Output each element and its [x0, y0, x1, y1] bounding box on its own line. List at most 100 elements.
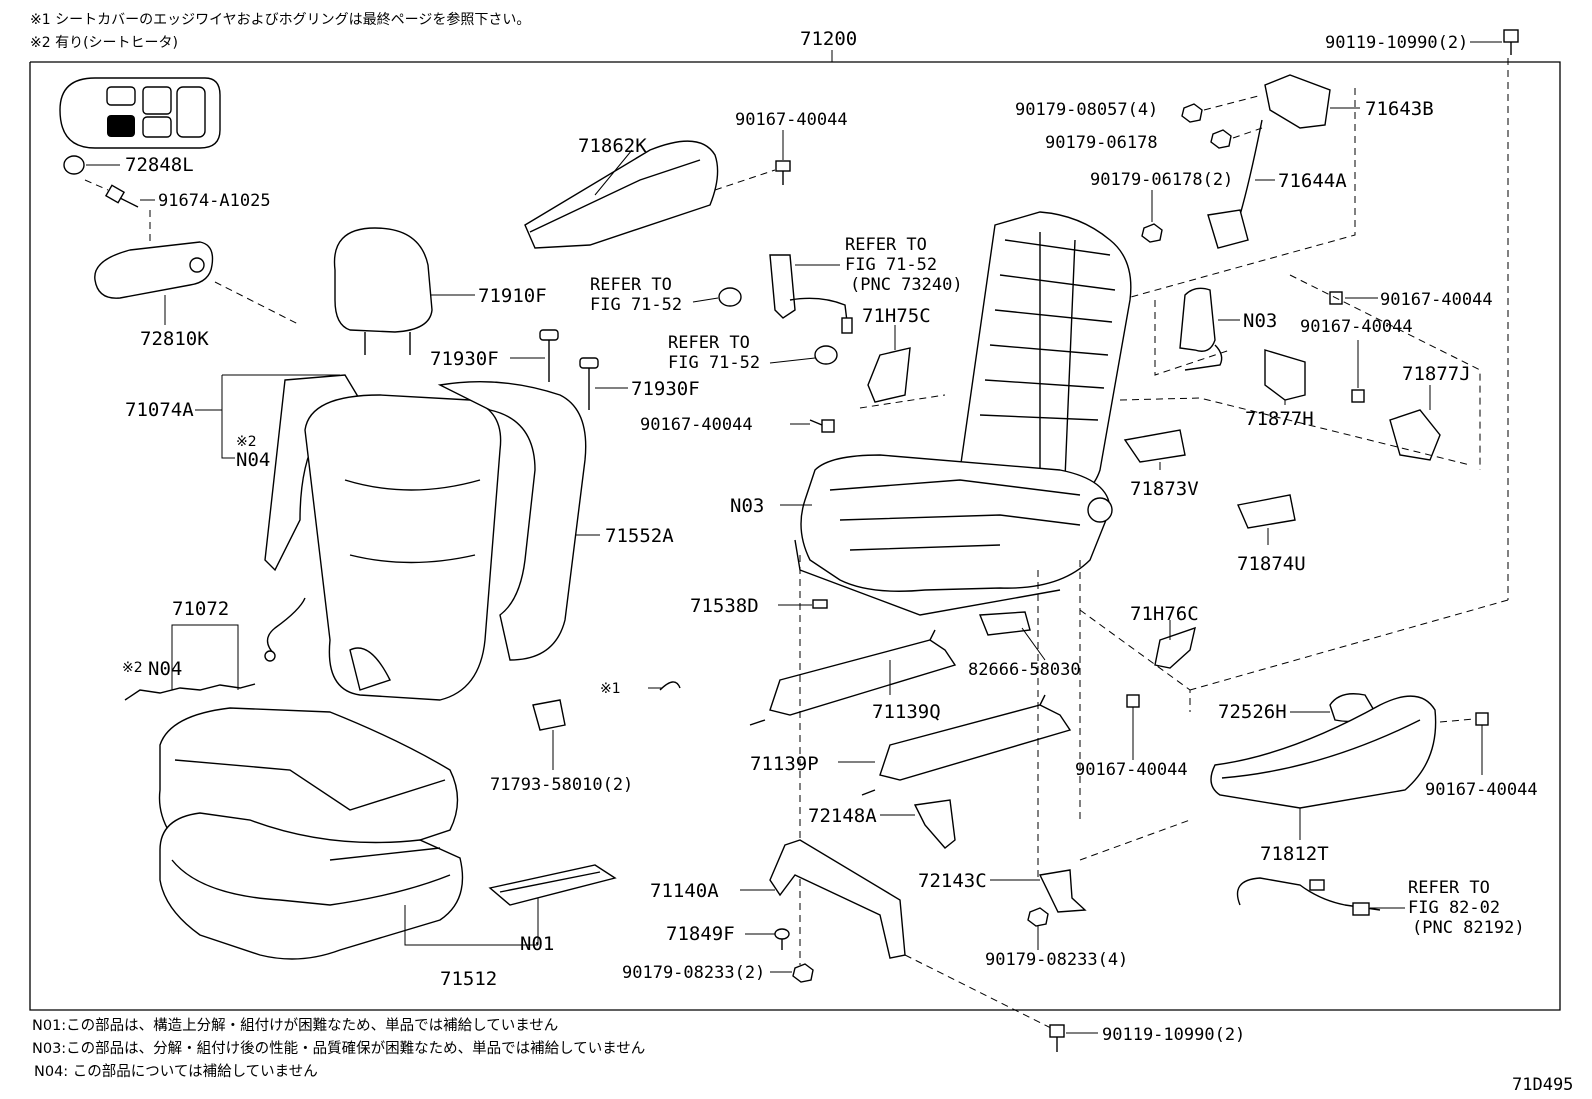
part-71877J[interactable]: 71877J [1402, 363, 1471, 385]
ref-3-line-1: REFER TO [668, 333, 750, 353]
part-90167-40044-c[interactable]: 90167-40044 [1300, 317, 1413, 337]
part-90179-08233-4[interactable]: 90179-08233(4) [985, 950, 1128, 970]
mark-x2-a: ※2 [236, 434, 257, 450]
note-N03: N03:この部品は、分解・組付け後の性能・品質確保が困難なため、単品では補給して… [32, 1039, 645, 1057]
bracket-71H75C-icon [859, 325, 946, 409]
grommet-ref-3-icon [769, 345, 838, 365]
mark-x1: ※1 [600, 681, 621, 697]
part-71H76C[interactable]: 71H76C [1130, 603, 1199, 625]
part-90179-08057[interactable]: 90179-08057(4) [1015, 100, 1158, 120]
clip-72848L-icon [63, 155, 120, 175]
part-71849F[interactable]: 71849F [666, 923, 735, 945]
ref-2-line-2[interactable]: FIG 71-52 [590, 295, 682, 315]
bracket-71140A-icon [740, 839, 906, 959]
part-71910F[interactable]: 71910F [478, 285, 547, 307]
part-71139P[interactable]: 71139P [750, 753, 819, 775]
seatbelt-buckle-icon [769, 254, 853, 334]
part-71552A[interactable]: 71552A [605, 525, 674, 547]
part-72848L[interactable]: 72848L [125, 154, 194, 176]
clip-71793-icon [532, 699, 566, 770]
part-90179-08233-2[interactable]: 90179-08233(2) [622, 963, 765, 983]
bolt-90119-top-icon [1470, 29, 1519, 55]
part-71644A[interactable]: 71644A [1278, 170, 1347, 192]
bracket-71874U-icon [1237, 494, 1296, 545]
part-71793-58010[interactable]: 71793-58010(2) [490, 775, 633, 795]
nut-90179-08233-4-icon [1027, 907, 1049, 950]
part-71139Q[interactable]: 71139Q [872, 701, 941, 723]
part-71930F-a[interactable]: 71930F [430, 348, 499, 370]
stopper-71849F-icon [745, 928, 790, 950]
part-82666-58030[interactable]: 82666-58030 [968, 660, 1081, 680]
assembly-number: 71200 [800, 28, 857, 50]
headrest-71910F-icon [333, 227, 475, 355]
part-90167-40044-a[interactable]: 90167-40044 [735, 110, 848, 130]
part-90167-40044-e[interactable]: 90167-40044 [1075, 760, 1188, 780]
ref-4-line-1: REFER TO [1408, 878, 1490, 898]
harness-71644A-icon [1207, 119, 1275, 249]
part-90119-10990-top[interactable]: 90119-10990(2) [1325, 33, 1468, 53]
part-71643B[interactable]: 71643B [1365, 98, 1434, 120]
nut-90179-08057-icon [1181, 94, 1263, 123]
part-N04-a[interactable]: N04 [236, 449, 270, 471]
part-71072[interactable]: 71072 [172, 598, 229, 620]
hog-ring-icon [659, 681, 681, 691]
part-90167-40044-b[interactable]: 90167-40044 [1380, 290, 1493, 310]
bolt-90167-c-icon [1351, 340, 1365, 403]
ref-3-line-2[interactable]: FIG 71-52 [668, 353, 760, 373]
part-72148A[interactable]: 72148A [808, 805, 877, 827]
part-71140A[interactable]: 71140A [650, 880, 719, 902]
bracket-71H76C-icon [1079, 609, 1196, 712]
part-91674-A1025[interactable]: 91674-A1025 [158, 191, 271, 211]
nut-90179-06178-icon [1210, 127, 1263, 149]
cover-71877H-icon [1264, 349, 1306, 405]
seat-track-71139P-icon [838, 694, 1072, 796]
part-N04-b[interactable]: N04 [148, 658, 182, 680]
bolt-90167-a-icon [775, 130, 791, 185]
seat-switch-panel-icon [59, 77, 221, 149]
ref-1-line-2[interactable]: FIG 71-52 [845, 255, 937, 275]
part-71512[interactable]: 71512 [440, 968, 497, 990]
part-N03-a[interactable]: N03 [1243, 310, 1277, 332]
part-90167-40044-f[interactable]: 90167-40044 [1425, 780, 1538, 800]
bolt-90167-f-icon [1439, 712, 1489, 775]
part-71H75C[interactable]: 71H75C [862, 305, 931, 327]
ref-1-line-3: (PNC 73240) [850, 275, 963, 295]
bolt-90119-bottom-icon [1049, 1024, 1098, 1052]
leader-71512 [404, 905, 538, 946]
seat-track-71139Q-icon [749, 629, 957, 726]
note-N01: N01:この部品は、構造上分解・組付けが困難なため、単品では補給していません [32, 1017, 558, 1034]
side-cover-71862K-icon [524, 140, 776, 249]
bracket-82666-icon [978, 611, 1046, 661]
bolt-90167-d-icon [790, 419, 835, 433]
ref-2-line-1: REFER TO [590, 275, 672, 295]
bracket-71643B-icon [1264, 74, 1360, 129]
leader-71074A [221, 375, 235, 459]
part-71538D[interactable]: 71538D [690, 595, 759, 617]
bracket-72143C-icon [990, 869, 1087, 913]
cover-71877J-icon [1389, 385, 1441, 461]
part-71074A[interactable]: 71074A [125, 399, 194, 421]
part-71930F-b[interactable]: 71930F [631, 378, 700, 400]
part-90179-06178[interactable]: 90179-06178 [1045, 133, 1158, 153]
part-N03-b[interactable]: N03 [730, 495, 764, 517]
grommet-ref-2-icon [692, 287, 742, 307]
nut-90179-08233-2-icon [770, 963, 814, 983]
part-N01[interactable]: N01 [520, 933, 554, 955]
part-71873V[interactable]: 71873V [1130, 478, 1199, 500]
leader-71072 [171, 624, 239, 690]
part-72143C[interactable]: 72143C [918, 870, 987, 892]
note-N04: N04: この部品については補給していません [34, 1063, 318, 1080]
part-72810K[interactable]: 72810K [140, 328, 209, 350]
note-2: ※2 有り(シートヒータ) [30, 35, 178, 51]
seat-mat-N01-icon [488, 864, 617, 906]
side-airbag-N03-icon [1154, 287, 1240, 376]
part-90179-06178-2[interactable]: 90179-06178(2) [1090, 170, 1233, 190]
part-90167-40044-d[interactable]: 90167-40044 [640, 415, 753, 435]
part-71812T[interactable]: 71812T [1260, 843, 1329, 865]
part-71874U[interactable]: 71874U [1237, 553, 1306, 575]
part-71862K[interactable]: 71862K [578, 135, 647, 157]
part-72526H[interactable]: 72526H [1218, 701, 1287, 723]
part-90119-10990-bottom[interactable]: 90119-10990(2) [1102, 1025, 1245, 1045]
ref-4-line-2[interactable]: FIG 82-02 [1408, 898, 1500, 918]
